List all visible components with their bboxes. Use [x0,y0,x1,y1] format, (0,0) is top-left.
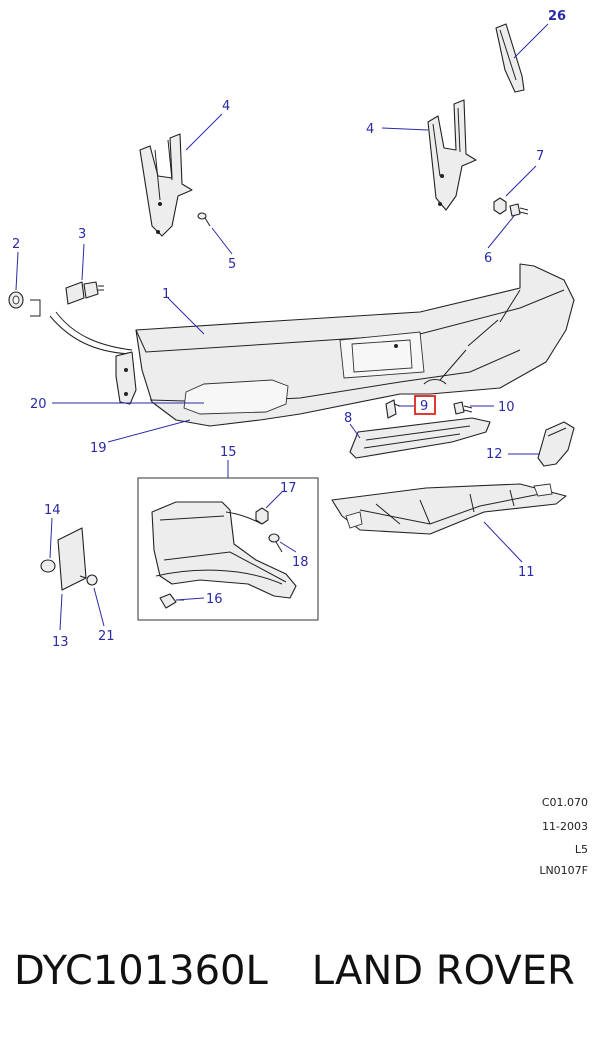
footer-brand: LAND ROVER [311,948,575,994]
callout-4-left: 4 [222,99,230,114]
callout-18: 18 [292,555,309,570]
part-5-screw [197,212,211,227]
callout-12: 12 [486,447,503,462]
callout-1: 1 [162,287,170,302]
callout-6: 6 [484,251,492,266]
part-9-highlight [414,395,436,415]
part-7-nut [493,197,507,215]
ref-level: L5 [574,843,588,856]
part-16-bulb-holder [159,593,184,609]
callout-9: 9 [420,399,428,414]
part-18-screw [268,533,283,553]
footer-caption: DYC101360L LAND ROVER [14,948,594,994]
part-6-bolt [509,203,529,217]
part-8-panel [349,417,491,459]
callout-17: 17 [280,481,297,496]
part-14-grommet [40,559,56,573]
part-4-right-bracket [427,99,477,211]
part-13-plate [57,527,87,591]
callout-15: 15 [220,445,237,460]
callout-10: 10 [498,400,515,415]
part-9-clip [385,399,401,419]
callout-7: 7 [536,149,544,164]
footer-part-number: DYC101360L [14,948,268,994]
callout-14: 14 [44,503,61,518]
callout-2: 2 [12,237,20,252]
callout-5: 5 [228,257,236,272]
callout-11: 11 [518,565,535,580]
part-1-bumper [135,263,575,427]
parts-diagram: 26 4 4 7 2 3 5 6 1 20 9 10 8 19 12 15 17… [8,9,575,650]
part-3-stud [65,281,104,305]
ref-date: 11-2003 [542,820,588,833]
part-17-nut [255,507,269,525]
callout-21: 21 [98,629,115,644]
leader-lines [15,23,549,631]
part-26-trim-strip [495,23,525,93]
bumper-left-mount [115,351,137,405]
callout-16: 16 [206,592,223,607]
part-10-screw [453,401,473,415]
ref-figure: LN0107F [539,864,588,877]
callout-26: 26 [548,9,566,24]
part-2-nut [8,291,24,309]
callout-3: 3 [78,227,86,242]
callout-13: 13 [52,635,69,650]
callout-4-right: 4 [366,122,374,137]
wiring-harness [30,299,133,355]
callout-19: 19 [90,441,107,456]
part-21-clip [79,574,98,586]
callout-20: 20 [30,397,47,412]
callout-8: 8 [344,411,352,426]
part-4-left-bracket [139,133,193,237]
ref-code: C01.070 [541,796,588,809]
part-12-end-cover [537,421,575,467]
part-15-inset-lamp-housing [151,501,297,599]
part-11-undertray [331,483,567,535]
